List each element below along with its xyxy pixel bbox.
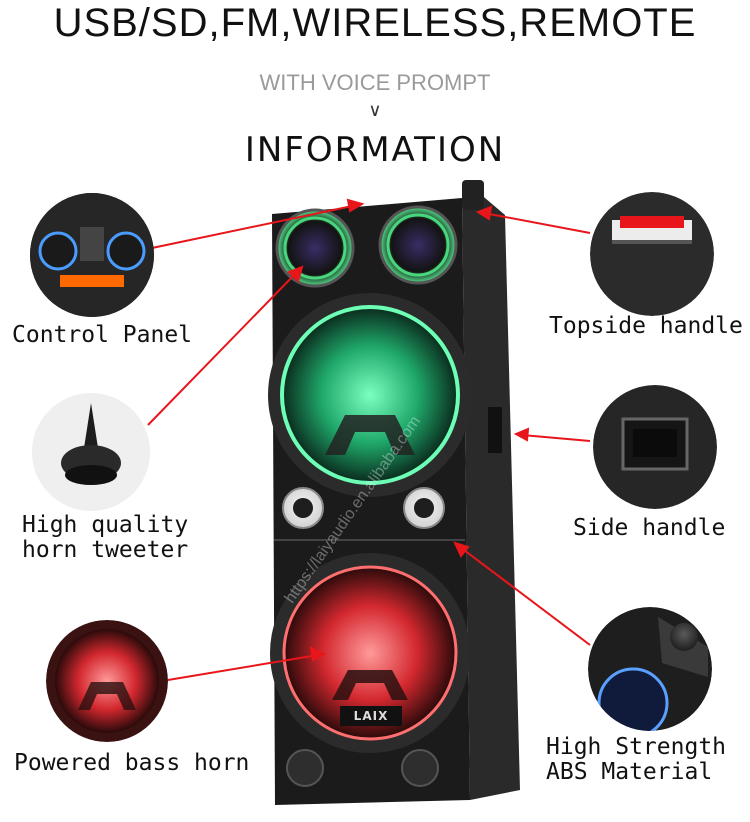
arrow-tweeter <box>147 271 298 426</box>
chevron-down-icon: ∨ <box>368 100 382 121</box>
brand-logo: LAIX <box>353 709 389 723</box>
side-handle-thumbnail <box>593 385 717 509</box>
feature-label-side-handle: Side handle <box>573 515 726 541</box>
horn-tweeter-thumbnail <box>32 393 150 511</box>
control-panel-thumbnail <box>30 193 154 317</box>
arrow-abs <box>459 546 591 646</box>
tweeter-right <box>378 205 458 285</box>
callout-arrows <box>147 198 591 681</box>
bass-horn-thumbnail <box>46 620 168 742</box>
feature-label-bass-horn: Powered bass horn <box>14 750 250 776</box>
feature-label-control-panel: Control Panel <box>12 322 193 348</box>
page-title: USB/SD,FM,WIRELESS,REMOTE <box>53 1 697 45</box>
lower-woofer-grille <box>284 567 456 739</box>
arrow-head <box>346 198 365 213</box>
feature-label-tweeter-1: High quality <box>22 512 189 538</box>
topside-handle-thumbnail <box>590 192 714 316</box>
feature-label-abs-1: High Strength <box>546 734 727 760</box>
feature-label-topside-handle: Topside handle <box>549 313 743 339</box>
feature-label-tweeter-2: horn tweeter <box>22 537 189 563</box>
abs-material-thumbnail <box>588 607 712 731</box>
brand-logo-plate <box>340 706 402 726</box>
feature-label-abs-2: ABS Material <box>546 759 713 785</box>
arrow-side-handle <box>521 434 591 442</box>
arrow-topside-handle <box>483 212 591 234</box>
arrow-control-panel <box>151 204 358 249</box>
section-heading: INFORMATION <box>244 130 506 170</box>
tweeter-left <box>275 208 355 288</box>
arrow-bass-horn <box>167 654 319 681</box>
topside-handle-grip <box>462 180 484 210</box>
page-subtitle: WITH VOICE PROMPT <box>259 70 491 95</box>
side-handle-slot <box>488 407 502 453</box>
upper-woofer-grille <box>282 307 458 483</box>
